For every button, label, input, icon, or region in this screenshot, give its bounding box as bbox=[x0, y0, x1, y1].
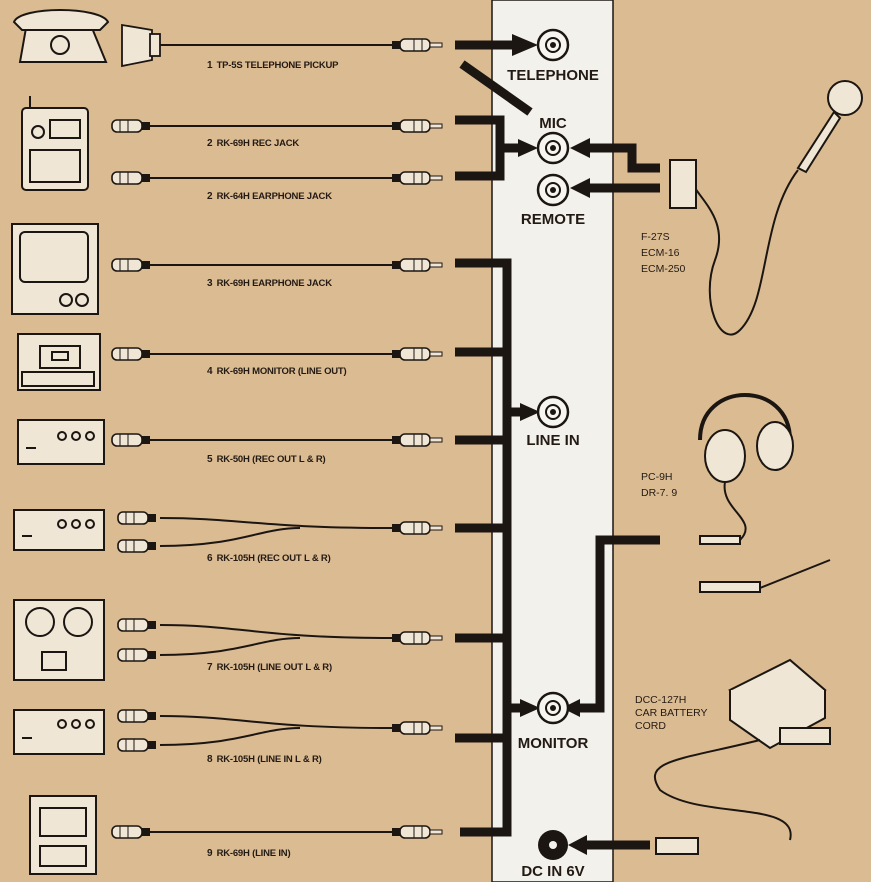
svg-text:7RK-105H (LINE OUT L & R): 7RK-105H (LINE OUT L & R) bbox=[207, 662, 332, 673]
svg-text:F-27S: F-27S bbox=[641, 231, 670, 243]
plugs-left bbox=[111, 119, 157, 839]
mic-jack-icon bbox=[536, 131, 570, 165]
amplifier-device-icon-2 bbox=[13, 509, 105, 551]
amplifier-device-icon-3 bbox=[13, 709, 105, 755]
jack-label-line-in: LINE IN bbox=[526, 432, 579, 449]
svg-text:3RK-69H EARPHONE JACK: 3RK-69H EARPHONE JACK bbox=[207, 278, 332, 289]
svg-text:2RK-64H EARPHONE JACK: 2RK-64H EARPHONE JACK bbox=[207, 191, 332, 202]
svg-text:9RK-69H (LINE IN): 9RK-69H (LINE IN) bbox=[207, 848, 290, 859]
radio-device-icon bbox=[21, 96, 89, 191]
svg-text:CORD: CORD bbox=[635, 720, 666, 732]
svg-text:DR-7. 9: DR-7. 9 bbox=[641, 487, 677, 499]
monitor-jack-icon bbox=[536, 691, 570, 725]
bus-lines bbox=[455, 115, 660, 837]
telephone-pickup-icon bbox=[121, 23, 161, 68]
line-in-jack-icon bbox=[536, 395, 570, 429]
svg-text:4RK-69H MONITOR (LINE OUT): 4RK-69H MONITOR (LINE OUT) bbox=[207, 366, 347, 377]
svg-text:ECM-16: ECM-16 bbox=[641, 247, 680, 259]
jack-label-mic: MIC bbox=[539, 115, 567, 132]
svg-text:6RK-105H (REC OUT L & R): 6RK-105H (REC OUT L & R) bbox=[207, 553, 331, 564]
svg-text:PC-9H: PC-9H bbox=[641, 471, 673, 483]
svg-text:CAR BATTERY: CAR BATTERY bbox=[635, 707, 708, 719]
cassette-recorder-device-icon bbox=[29, 795, 97, 875]
plugs-right bbox=[391, 38, 443, 839]
svg-text:8RK-105H (LINE IN L & R): 8RK-105H (LINE IN L & R) bbox=[207, 754, 322, 765]
tv-device-icon bbox=[11, 223, 99, 315]
cable-wires bbox=[150, 44, 393, 833]
amplifier-device-icon bbox=[17, 419, 105, 465]
telephone-arrow bbox=[455, 40, 533, 116]
accessory-labels: F-27S ECM-16 ECM-250 PC-9H DR-7. 9 DCC-1… bbox=[635, 231, 708, 732]
svg-text:2RK-69H REC JACK: 2RK-69H REC JACK bbox=[207, 138, 299, 149]
jack-label-monitor: MONITOR bbox=[518, 735, 589, 752]
remote-jack-icon bbox=[536, 173, 570, 207]
telephone-jack-icon bbox=[536, 28, 570, 62]
cassette-deck-device-icon bbox=[17, 333, 101, 391]
jack-label-remote: REMOTE bbox=[521, 211, 585, 228]
svg-text:DCC-127H: DCC-127H bbox=[635, 694, 686, 706]
reel-to-reel-device-icon bbox=[13, 599, 105, 681]
svg-text:ECM-250: ECM-250 bbox=[641, 263, 686, 275]
battery-cord-icon bbox=[653, 658, 831, 855]
jack-label-telephone: TELEPHONE bbox=[507, 67, 599, 84]
svg-text:5RK-50H (REC OUT L & R): 5RK-50H (REC OUT L & R) bbox=[207, 454, 325, 465]
headphones-icon bbox=[698, 393, 831, 593]
microphone-icon bbox=[669, 80, 863, 336]
jack-label-dc-in: DC IN 6V bbox=[521, 863, 584, 880]
dc-in-jack-icon bbox=[538, 830, 568, 860]
telephone-device-icon bbox=[12, 9, 110, 63]
